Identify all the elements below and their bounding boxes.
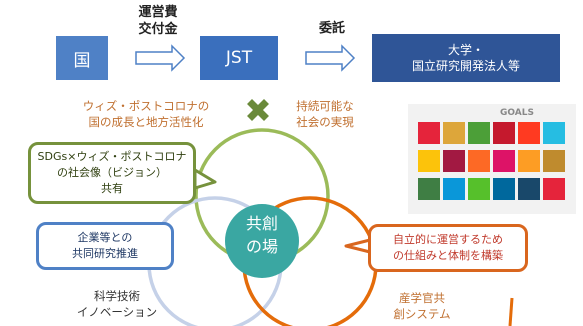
entrust-label: 委託 [318, 21, 345, 36]
univ-label: 大学・ 国立研究開発法人等 [411, 43, 520, 73]
sdg-tile [543, 178, 565, 200]
sdg-tile [443, 122, 465, 144]
jst-label: JST [225, 48, 253, 68]
cross-icon [247, 99, 269, 121]
sdg-tile [543, 150, 565, 172]
callout-vision-text: SDGs×ウィズ・ポストコロナ の社会像（ビジョン） 共有 [37, 150, 187, 195]
orange-accent-line [508, 297, 514, 326]
caption-science: 科学技術 イノベーション [76, 289, 158, 319]
sdg-tile [468, 122, 490, 144]
sdg-tile [518, 178, 540, 200]
sdg-tile [493, 150, 515, 172]
green-callout-pointer [193, 168, 217, 190]
sdg-tile [468, 150, 490, 172]
note-growth: ウィズ・ポストコロナの 国の成長と地方活性化 [82, 99, 210, 129]
kuni-label: 国 [73, 50, 91, 71]
callout-vision: SDGs×ウィズ・ポストコロナ の社会像（ビジョン） 共有 [28, 142, 196, 204]
caption-industry: 産学官共 創システム [393, 291, 451, 321]
sdg-tile [443, 178, 465, 200]
sdg-tile [518, 122, 540, 144]
sdg-tile [543, 122, 565, 144]
sdgs-image: GOALS [408, 104, 576, 214]
callout-autonomous: 自立的に運営するため の仕組みと体制を構築 [368, 224, 528, 272]
univ-box: 大学・ 国立研究開発法人等 [372, 34, 560, 82]
sdg-tile [418, 122, 440, 144]
arrow-kuni-to-jst [135, 44, 186, 72]
sdg-tile [468, 178, 490, 200]
sdg-tile [518, 150, 540, 172]
center-label: 共創 の場 [245, 214, 278, 256]
sdgs-title: GOALS [500, 108, 534, 118]
kuni-box: 国 [56, 36, 108, 80]
sdg-tile [418, 178, 440, 200]
sdg-tile [443, 150, 465, 172]
orange-callout-pointer [344, 238, 372, 254]
sdg-tile [418, 150, 440, 172]
arrow-jst-to-univ [305, 44, 356, 72]
callout-joint-research: 企業等との 共同研究推進 [36, 222, 174, 270]
funding-label: 運営費 交付金 [138, 5, 178, 37]
sdg-tile [493, 122, 515, 144]
sdg-tile [493, 178, 515, 200]
callout-autonomous-text: 自立的に運営するため の仕組みと体制を構築 [393, 233, 503, 262]
jst-box: JST [200, 36, 278, 80]
callout-joint-research-text: 企業等との 共同研究推進 [72, 231, 138, 260]
note-sustainable: 持続可能な 社会の実現 [296, 99, 354, 129]
center-circle [225, 204, 299, 278]
